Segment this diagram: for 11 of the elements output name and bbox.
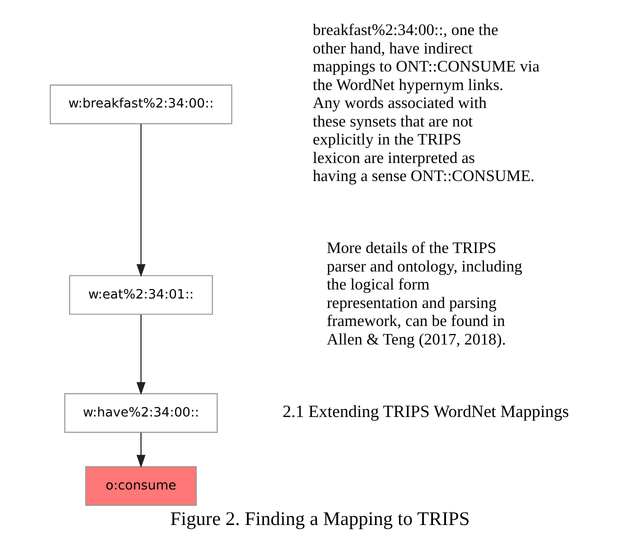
label: More details of the TRIPS parser and ontology, including the logical form representation and parsing framework, can be found in Allen & Teng (2017, 2018). [326,240,522,348]
node-box: w:have%2:34:00:: [64,393,218,433]
label: 2.1 Extending TRIPS WordNet Mappings [282,402,570,422]
node-box: w:eat%2:34:01:: [69,275,213,315]
arrow [136,124,146,277]
label: breakfast%2:34:00::, one the other hand, have indirect mappings to ONT::CONSUME via the WordNet hypernym links. Any words associated with these synsets that are not explicitly in the TRIPS lexicon are interpreted as having a sense ONT::CONSUME. [312,22,540,186]
arrow [136,314,146,395]
node-box: o:consume [85,466,197,506]
arrow [136,432,146,468]
node-box: w:breakfast%2:34:00:: [50,84,232,124]
caption: Figure 2. Finding a Mapping to TRIPS [170,509,470,530]
